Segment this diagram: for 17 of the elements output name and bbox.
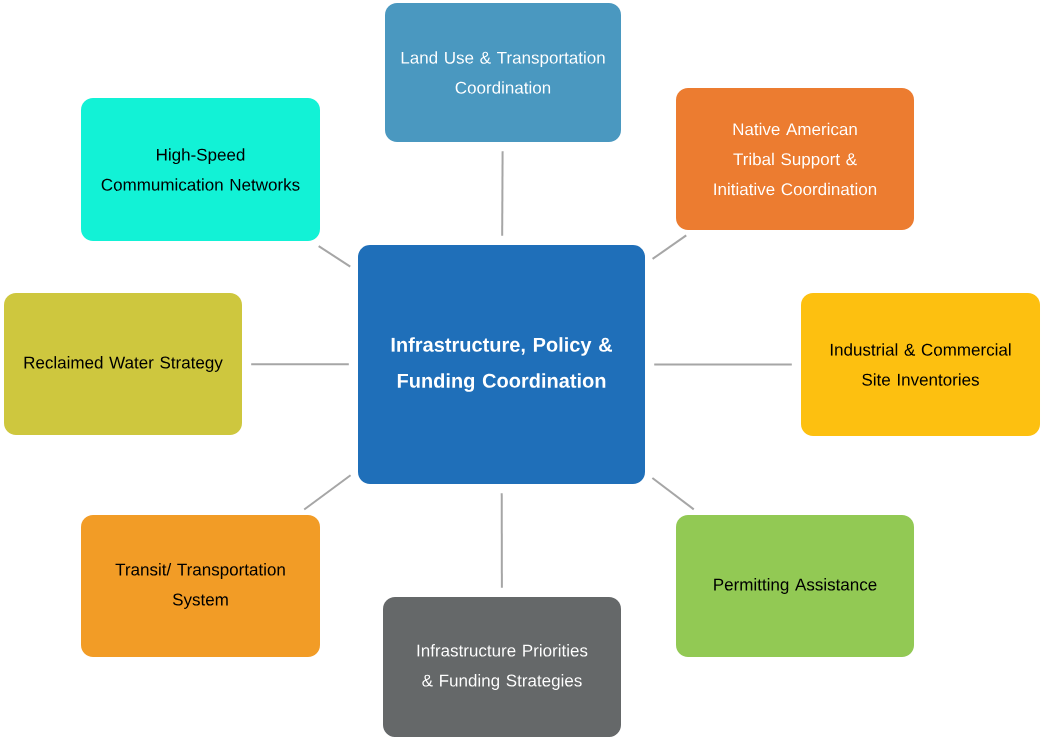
topic-box: Infrastructure Priorities & Funding Strategies [383, 597, 621, 737]
connector-line [303, 474, 352, 511]
connector-line [500, 492, 503, 589]
topic-box: Permitting Assistance [676, 515, 914, 657]
topic-box: Land Use & Transportation Coordination [385, 3, 621, 142]
hub-box: Infrastructure, Policy & Funding Coordination [358, 245, 645, 484]
connector-line [250, 363, 350, 366]
connector-line [651, 477, 695, 511]
topic-box: High-Speed Commumication Networks [81, 98, 320, 241]
topic-box: Reclaimed Water Strategy [4, 293, 242, 435]
topic-box: Transit/ Transportation System [81, 515, 320, 657]
connector-line [653, 363, 793, 366]
topic-box: Native American Tribal Support & Initiative Coordination [676, 88, 914, 230]
connector-line [317, 245, 352, 268]
topic-box: Industrial & Commercial Site Inventories [801, 293, 1040, 436]
connector-line [501, 150, 504, 237]
connector-line [651, 234, 688, 260]
